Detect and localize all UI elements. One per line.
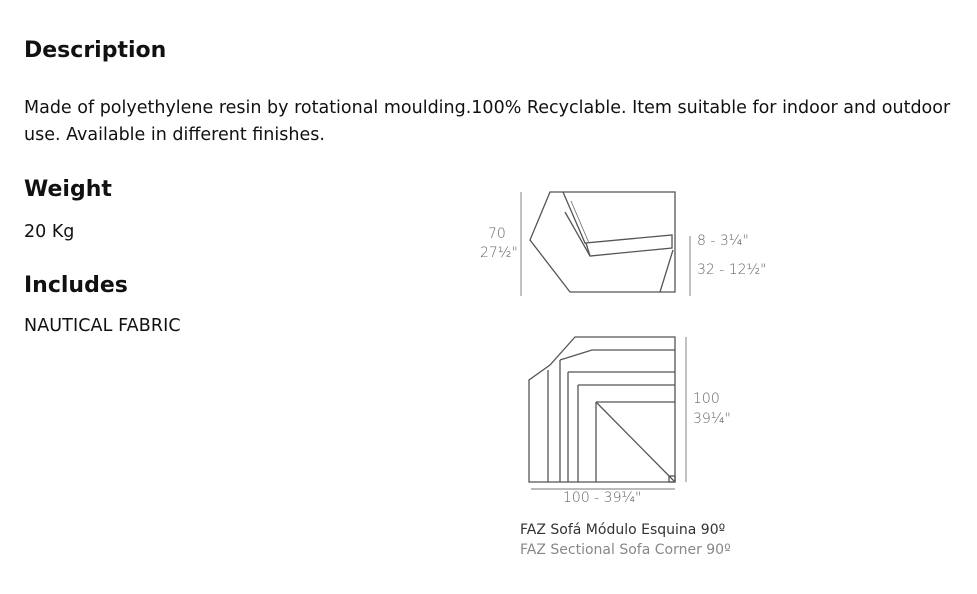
caption-english: FAZ Sectional Sofa Corner 90º <box>520 542 731 558</box>
side-height-in-label: 27½" <box>480 245 518 261</box>
top-depth-in-label: 39¼" <box>693 411 731 427</box>
top-width-label: 100 - 39¼" <box>563 490 642 506</box>
includes-heading: Includes <box>24 273 128 298</box>
side-height-cm-label: 70 <box>488 226 506 242</box>
description-heading: Description <box>24 38 167 63</box>
weight-value: 20 Kg <box>24 222 75 242</box>
caption-spanish: FAZ Sofá Módulo Esquina 90º <box>520 522 726 538</box>
seat-thickness-label: 8 - 3¼" <box>697 233 749 249</box>
includes-value: NAUTICAL FABRIC <box>24 316 181 336</box>
side-view-drawing <box>520 191 691 296</box>
top-depth-cm-label: 100 <box>693 391 720 407</box>
seat-height-label: 32 - 12½" <box>697 262 767 278</box>
description-text: Made of polyethylene resin by rotational… <box>24 98 951 145</box>
top-view-drawing <box>528 336 687 490</box>
weight-heading: Weight <box>24 177 112 202</box>
